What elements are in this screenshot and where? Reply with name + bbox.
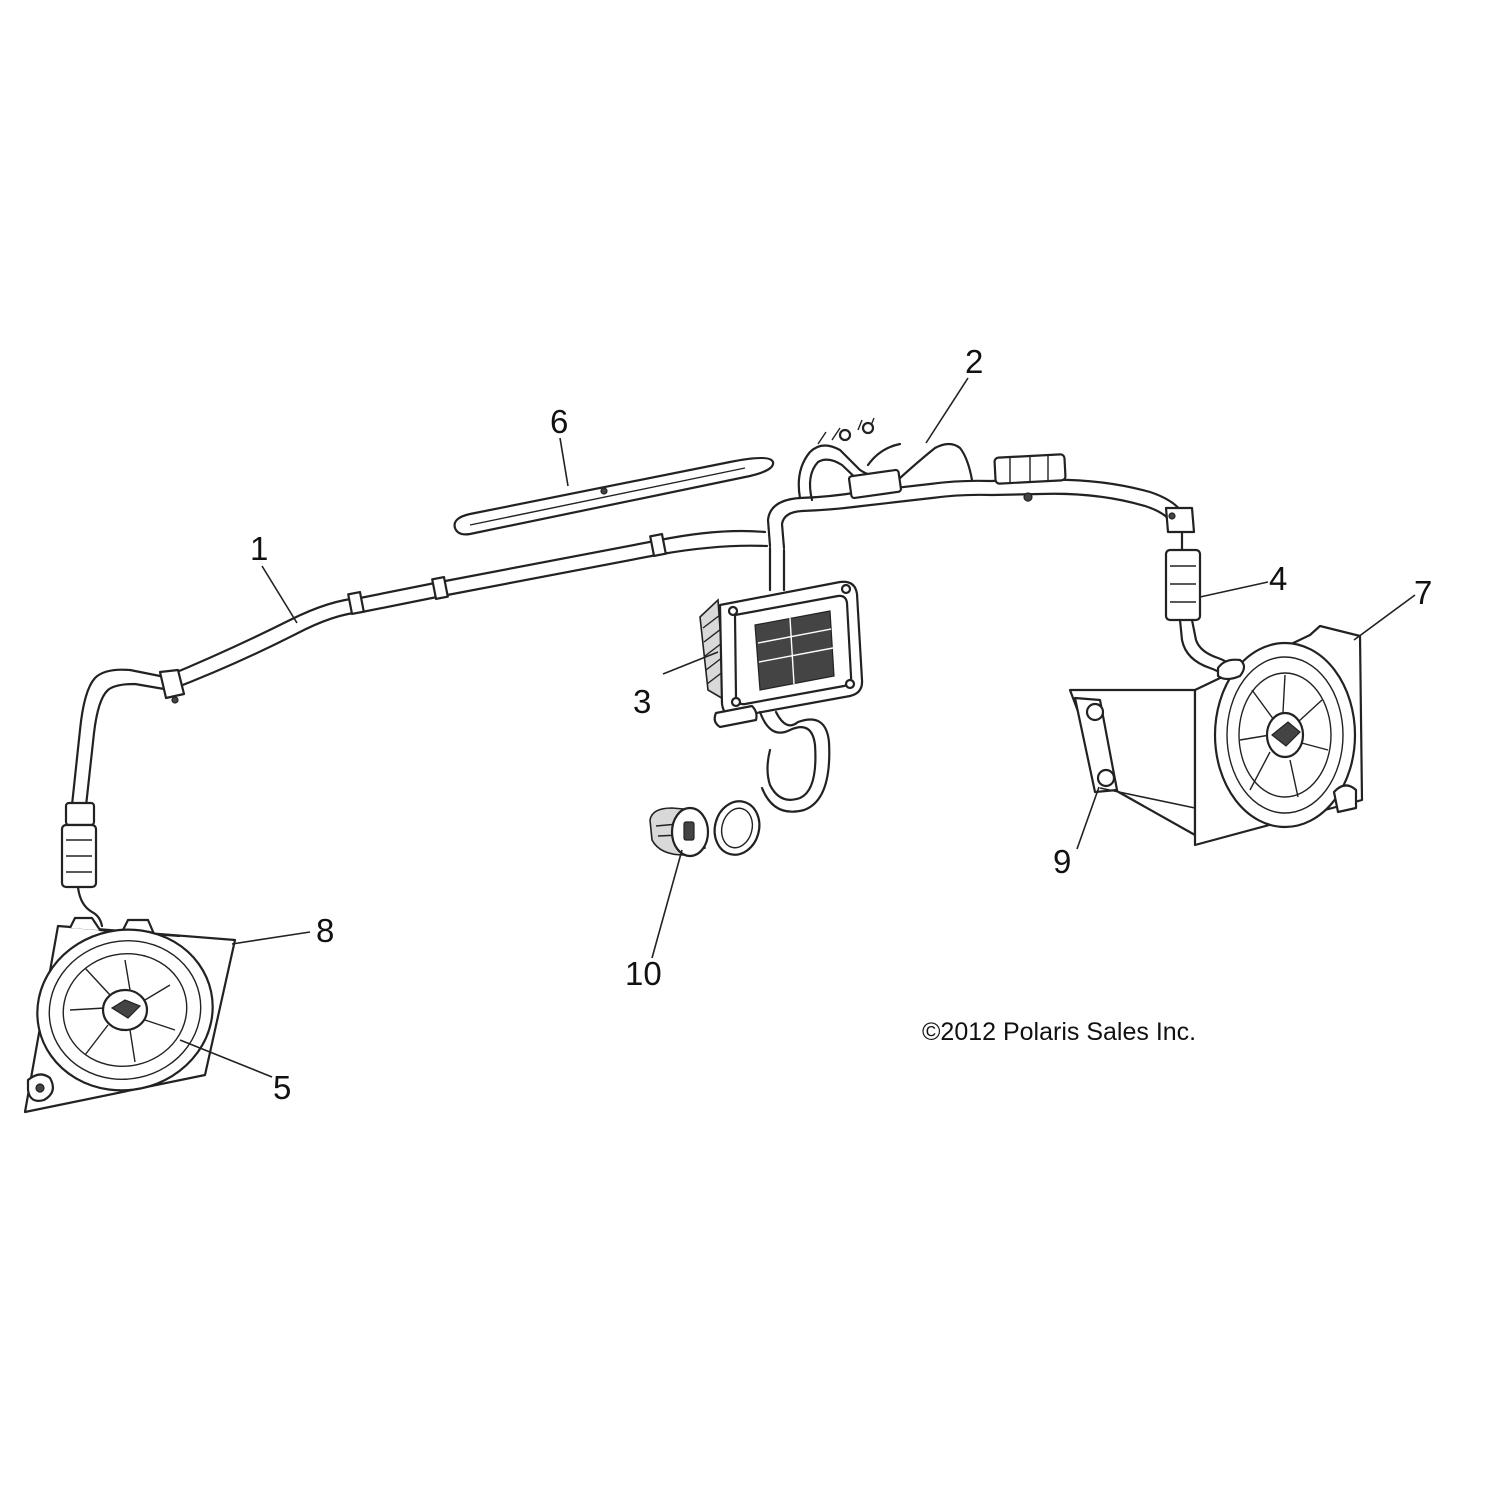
leader-lines [179, 377, 1416, 1078]
wire-harness-left [60, 529, 769, 928]
callout-10: 10 [625, 955, 662, 992]
speaker-pod-left [23, 916, 237, 1114]
wiper-blade [453, 456, 775, 536]
audio-control-unit [699, 546, 864, 813]
power-outlet [649, 800, 761, 858]
callout-4: 4 [1269, 560, 1287, 597]
callout-1: 1 [250, 530, 268, 567]
callout-6: 6 [550, 403, 568, 440]
wire-harness-right [766, 417, 1196, 550]
callout-2: 2 [965, 343, 983, 380]
callout-9: 9 [1053, 843, 1071, 880]
copyright-notice: ©2012 Polaris Sales Inc. [922, 1018, 1196, 1046]
callout-5: 5 [273, 1069, 291, 1106]
callout-8: 8 [316, 912, 334, 949]
callout-labels: 1 2 3 4 5 6 7 8 9 10 [250, 343, 1432, 1106]
callout-7: 7 [1414, 574, 1432, 611]
speaker-pod-right [1068, 624, 1364, 847]
callout-3: 3 [633, 683, 651, 720]
